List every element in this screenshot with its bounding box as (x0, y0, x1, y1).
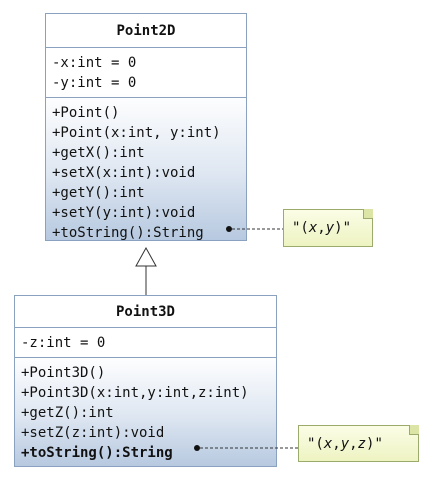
class-point3d: Point3D -z:int = 0 +Point3D() +Point3D(x… (14, 295, 277, 467)
operation-sety: +setY(y:int):void (52, 205, 196, 221)
note-2d-var-x: x (308, 220, 318, 236)
class-point2d-attributes: -x:int = 0 -y:int = 0 (46, 48, 246, 98)
operation-point-default: +Point() (52, 105, 120, 121)
attribute-x: -x:int = 0 (52, 55, 137, 71)
class-point3d-name: Point3D (15, 296, 276, 328)
note-point2d-tostring: "(x,y)" (283, 209, 373, 247)
note-point3d-tostring: "(x,y,z)" (298, 425, 419, 462)
operation-tostring-3d: +toString():String (21, 445, 173, 461)
operation-setx: +setX(x:int):void (52, 165, 196, 181)
operation-point3d-xyz: +Point3D(x:int,y:int,z:int) (21, 385, 249, 401)
operation-tostring-2d: +toString():String (52, 225, 204, 241)
operation-point3d-default: +Point3D() (21, 365, 106, 381)
operation-setz: +setZ(z:int):void (21, 425, 165, 441)
note-3d-fold-corner (409, 425, 419, 435)
note-3d-var-x: x (323, 435, 333, 452)
operation-getz: +getZ():int (21, 405, 114, 421)
operation-getx: +getX():int (52, 145, 145, 161)
inheritance-arrowhead (135, 246, 157, 267)
note-anchor-dot-3d (194, 445, 200, 451)
operation-gety: +getY():int (52, 185, 145, 201)
class-point2d-name: Point2D (46, 14, 246, 48)
note-3d-open: "( (307, 435, 324, 452)
attribute-y: -y:int = 0 (52, 75, 137, 91)
class-point3d-operations: +Point3D() +Point3D(x:int,y:int,z:int) +… (15, 358, 276, 463)
note-2d-fold-corner (363, 209, 373, 219)
operation-point-xy: +Point(x:int, y:int) (52, 125, 221, 141)
note-2d-close: )" (334, 220, 352, 236)
note-3d-var-y: y (340, 435, 350, 452)
note-3d-close: )" (366, 435, 383, 452)
note-2d-var-y: y (325, 220, 335, 236)
note-anchor-dot-2d (226, 226, 232, 232)
note-3d-var-z: z (357, 435, 367, 452)
class-point2d: Point2D -x:int = 0 -y:int = 0 +Point() +… (45, 13, 247, 241)
class-point2d-operations: +Point() +Point(x:int, y:int) +getX():in… (46, 98, 246, 243)
attribute-z: -z:int = 0 (21, 335, 106, 351)
note-2d-open: "( (292, 220, 309, 236)
class-point3d-attributes: -z:int = 0 (15, 328, 276, 358)
note-2d-sep: , (317, 220, 326, 236)
note-3d-sep2: , (349, 435, 358, 452)
note-3d-sep1: , (332, 435, 341, 452)
